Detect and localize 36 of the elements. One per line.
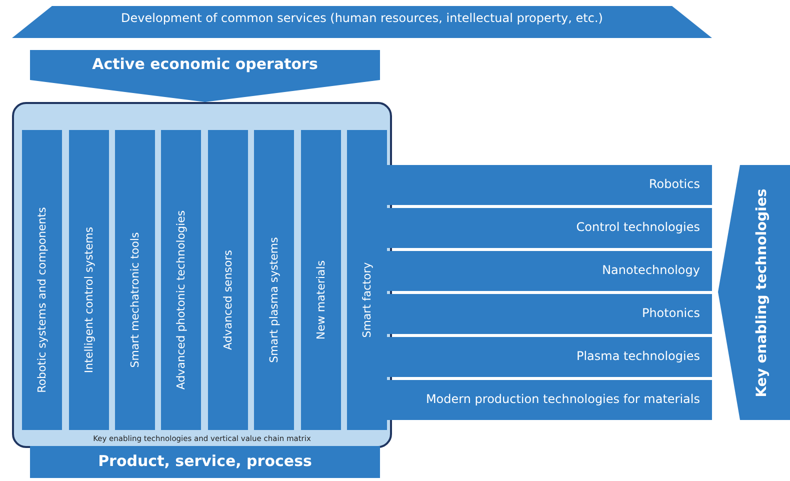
box-label: Smart factory: [360, 262, 374, 338]
base-bar: [30, 446, 380, 478]
row-bar: [385, 208, 712, 248]
box-label: Modern production technologies for materials: [426, 392, 700, 406]
box-label: Nanotechnology: [602, 263, 700, 277]
column-bar: [208, 130, 248, 430]
matrix-panel: [12, 102, 392, 448]
row-bar: [385, 380, 712, 420]
row-bar: [385, 294, 712, 334]
row-bar: [385, 337, 712, 377]
box-label: Robotic systems and components: [36, 207, 48, 393]
column-bar: [254, 130, 294, 430]
box-label: Advanced photonic technologies: [174, 210, 188, 390]
box-label: Development of common services (human resources, intellectual property, etc.): [120, 11, 604, 25]
box-label: New materials: [314, 260, 328, 340]
box-label: Product, service, process: [97, 452, 313, 470]
box-label: Advanced sensors: [222, 250, 234, 350]
box-label: Smart mechatronic tools: [128, 232, 142, 368]
box-label: Plasma technologies: [576, 349, 700, 363]
box-label: Intelligent control systems: [82, 226, 96, 374]
arrow-banner: [718, 165, 790, 420]
box-label: Active economic operators: [91, 55, 319, 73]
box-label: Key enabling technologies: [754, 188, 770, 397]
row-bar: [385, 165, 712, 205]
arrow-banner: [30, 50, 380, 102]
column-bar: [22, 130, 62, 430]
box-label: Photonics: [642, 306, 700, 320]
column-bar: [301, 130, 341, 430]
row-bar: [385, 251, 712, 291]
column-bar: [161, 130, 201, 430]
box-label: Smart plasma systems: [268, 237, 280, 363]
box-label: Control technologies: [576, 220, 700, 234]
box-label: Robotics: [649, 177, 700, 191]
column-bar: [69, 130, 109, 430]
column-bar: [347, 130, 387, 430]
column-bar: [115, 130, 155, 430]
